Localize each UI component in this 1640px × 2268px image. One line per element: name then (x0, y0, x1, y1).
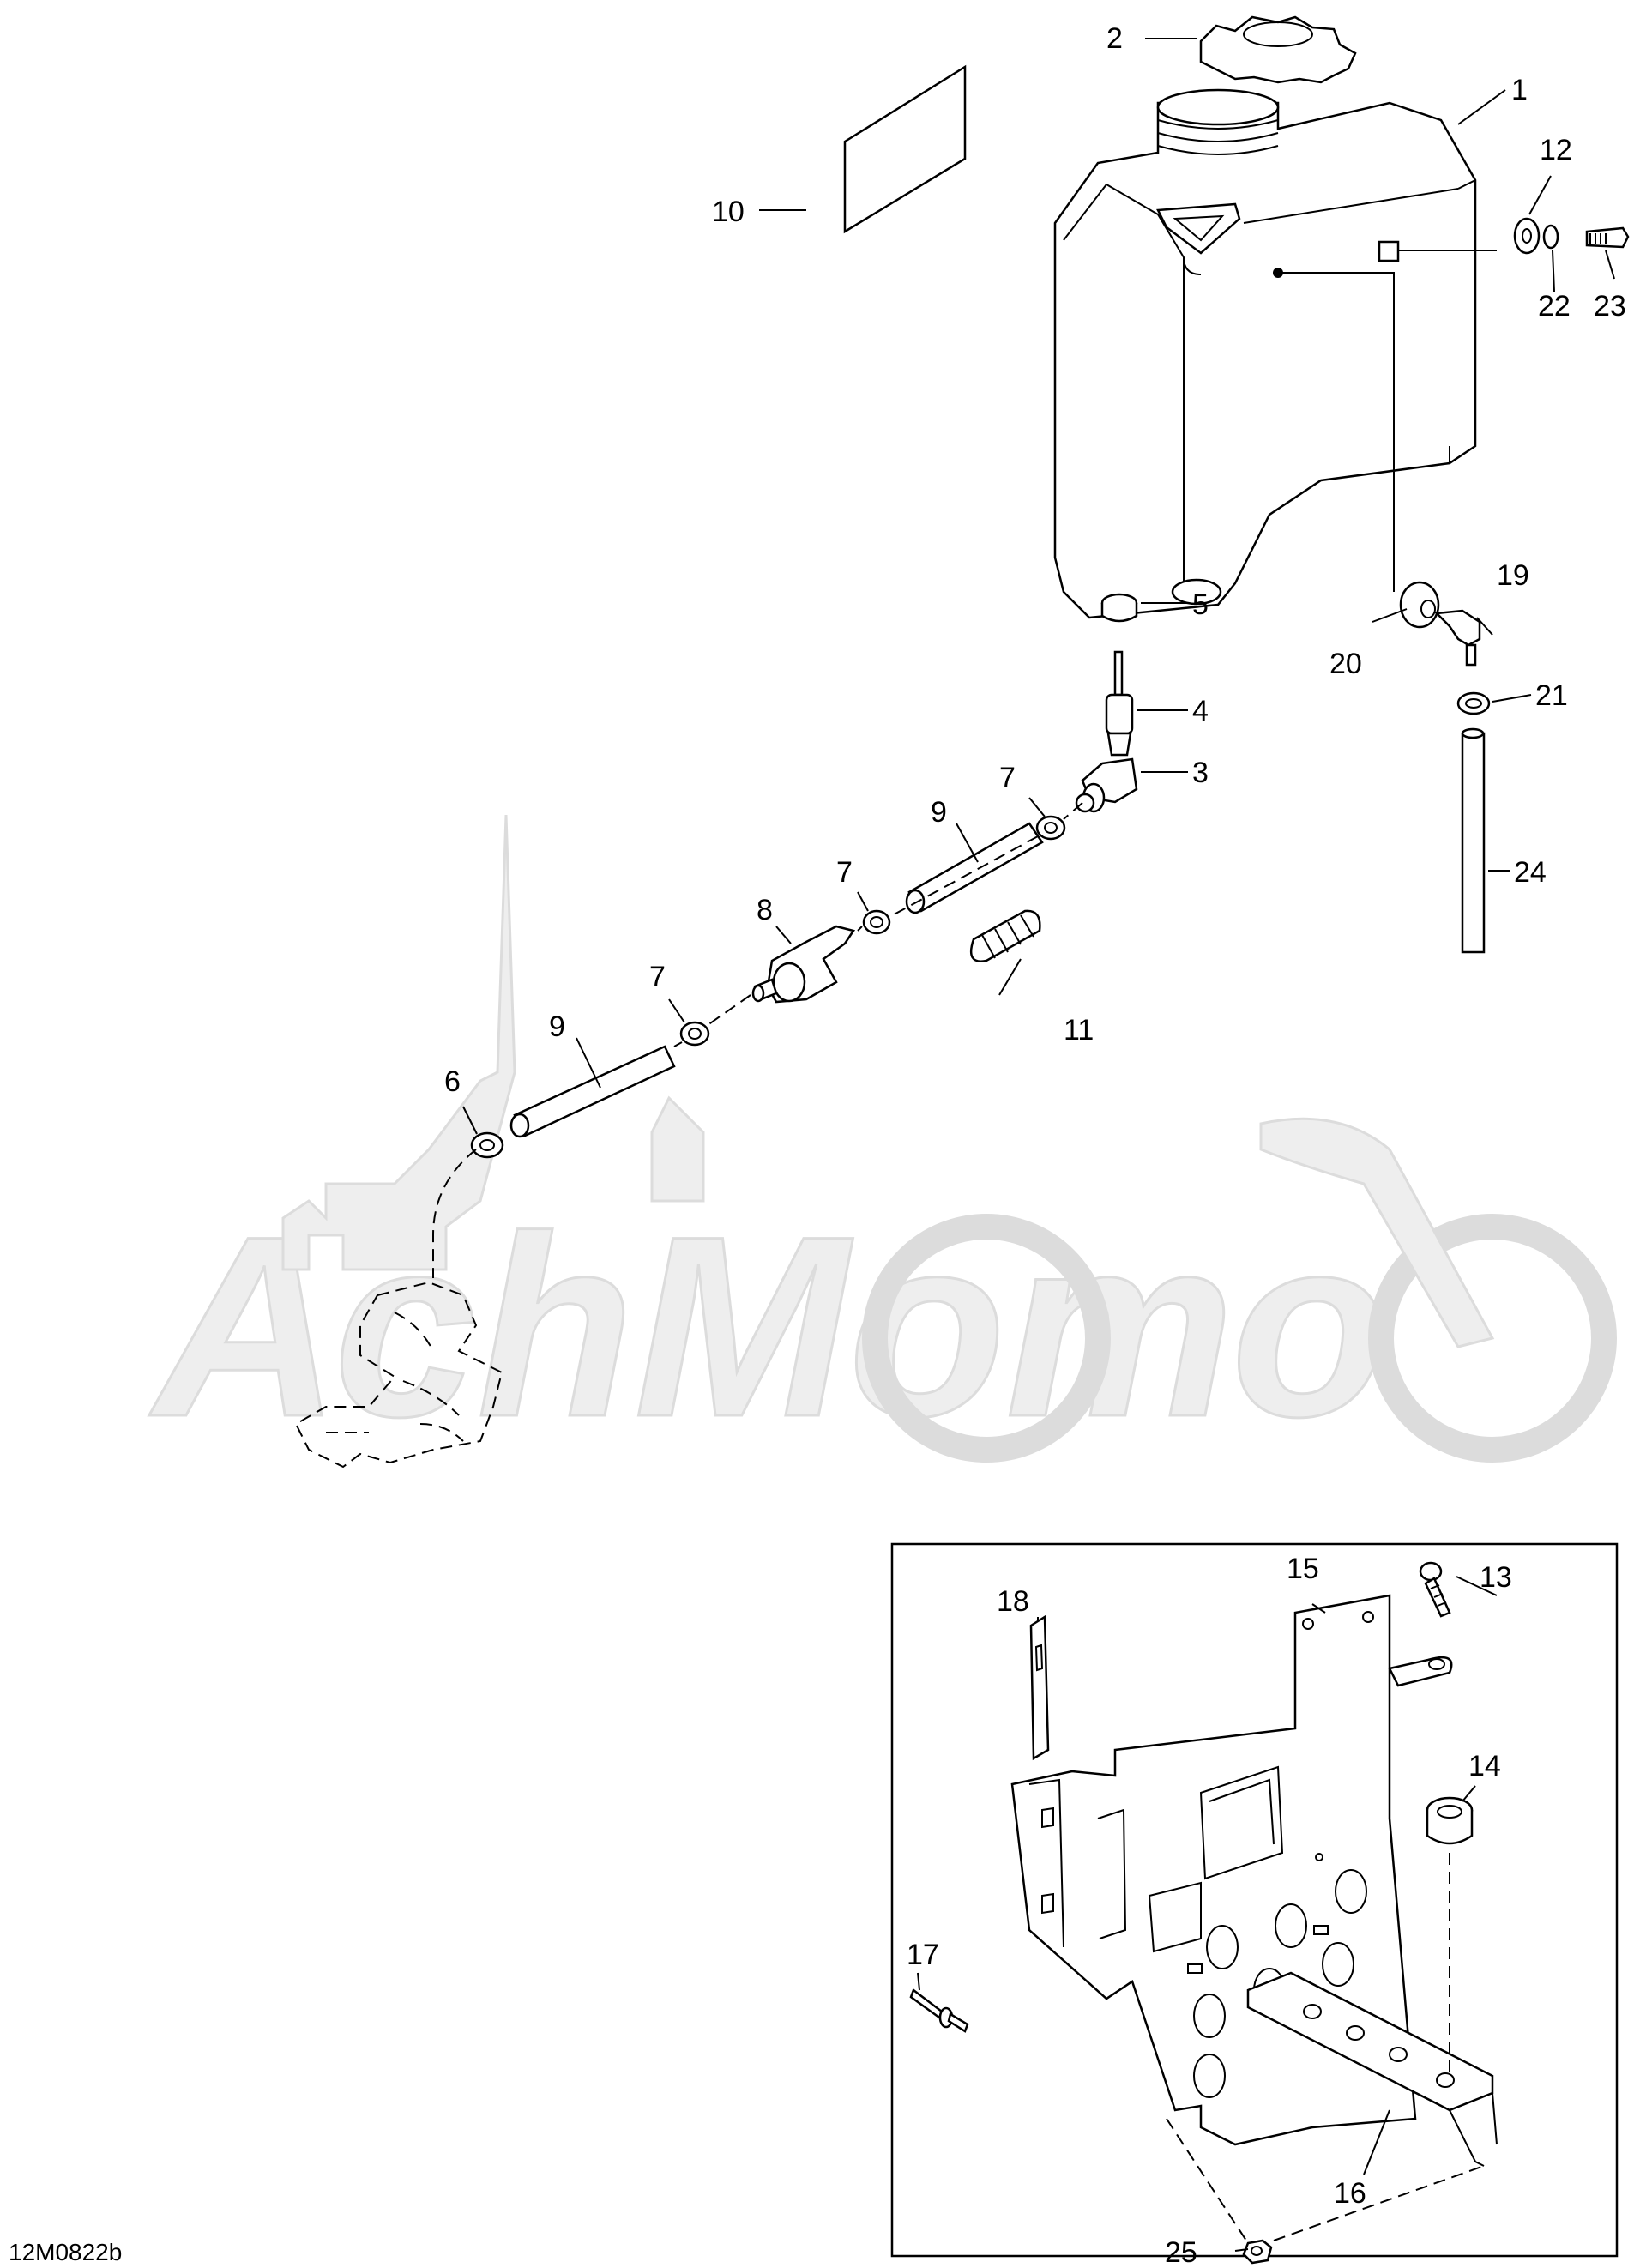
watermark: АсhMoто (145, 814, 1617, 1472)
callout-labels: 2 1 1 10 12 22 23 5 4 3 19 20 21 24 7 9 … (9, 22, 1626, 2268)
callout-6: 6 (444, 1065, 461, 1098)
callout-19: 19 (1497, 559, 1529, 592)
callout-7-top: 7 (999, 762, 1016, 794)
callout-14: 14 (1468, 1750, 1501, 1782)
part-10-label (843, 64, 967, 234)
part-23-bolt (1585, 226, 1630, 249)
part-22-lock-washer (1542, 224, 1559, 250)
callout-9-top: 9 (931, 796, 947, 829)
part-6-clamp (470, 1131, 504, 1159)
callout-22: 22 (1538, 290, 1571, 323)
vent-route-line (1282, 272, 1395, 592)
callout-7-low: 7 (649, 961, 666, 993)
watermark-motorcycle-icon (862, 1117, 1617, 1463)
leader-lines (462, 38, 1615, 2252)
part-8-fuel-filter (751, 925, 856, 1004)
callout-25: 25 (1165, 2236, 1197, 2268)
part-9-hose-upper (905, 822, 1044, 914)
engine-reference-outline (294, 1281, 503, 1469)
callout-4: 4 (1192, 695, 1209, 727)
callout-2: 2 (1106, 22, 1123, 55)
nut-dash-line (1166, 2118, 1485, 2244)
callout-8: 8 (757, 894, 773, 926)
part-4-fuel-pickup (1105, 650, 1134, 757)
part-12-washer (1513, 217, 1541, 255)
part-7-clamp-a (1035, 815, 1066, 841)
callout-16: 16 (1334, 2177, 1366, 2210)
callout-18: 18 (997, 1585, 1029, 1618)
callout-5: 5 (1192, 588, 1209, 621)
part-13-screw (1419, 1561, 1451, 1618)
callout-3: 3 (1192, 757, 1209, 789)
callout-7-mid: 7 (836, 856, 853, 889)
part-19-elbow-fitting (1434, 609, 1481, 667)
small-nipple (1075, 793, 1095, 813)
part-1-fuel-tank (1053, 88, 1497, 619)
part-14-grommet (1426, 1796, 1474, 1845)
part-7-clamp-b (862, 909, 891, 935)
part-2-filler-cap (1199, 15, 1357, 84)
part-5-grommet (1100, 593, 1138, 623)
part-11-sleeve (969, 909, 1041, 962)
callout-1: 1 (1511, 74, 1528, 106)
callout-11: 11 (1064, 1014, 1094, 1047)
part-20-grommet (1399, 581, 1440, 629)
part-24-vent-hose (1461, 727, 1486, 954)
part-18-bracket-strip (1029, 1614, 1050, 1761)
callout-21: 21 (1535, 679, 1568, 712)
callout-13: 13 (1480, 1561, 1512, 1594)
callout-23: 23 (1594, 290, 1626, 323)
part-9-hose-lower (509, 1045, 676, 1138)
part-17-rivet (909, 1988, 969, 2033)
assembly-dash-line (432, 802, 1083, 1278)
part-21-clamp (1456, 691, 1491, 715)
callout-20: 20 (1329, 648, 1362, 680)
drawing-code: 12M0822b (9, 2239, 122, 2265)
callout-24: 24 (1514, 856, 1547, 889)
callout-12: 12 (1540, 134, 1572, 166)
callout-9-low: 9 (549, 1010, 565, 1043)
watermark-cathedral-icon (281, 814, 705, 1271)
callout-10: 10 (712, 196, 745, 228)
part-25-nut (1242, 2239, 1273, 2265)
callout-15: 15 (1287, 1553, 1319, 1585)
part-7-clamp-c (679, 1021, 710, 1047)
callout-17: 17 (907, 1939, 939, 1971)
part-16-support-rail (1246, 1971, 1498, 2167)
